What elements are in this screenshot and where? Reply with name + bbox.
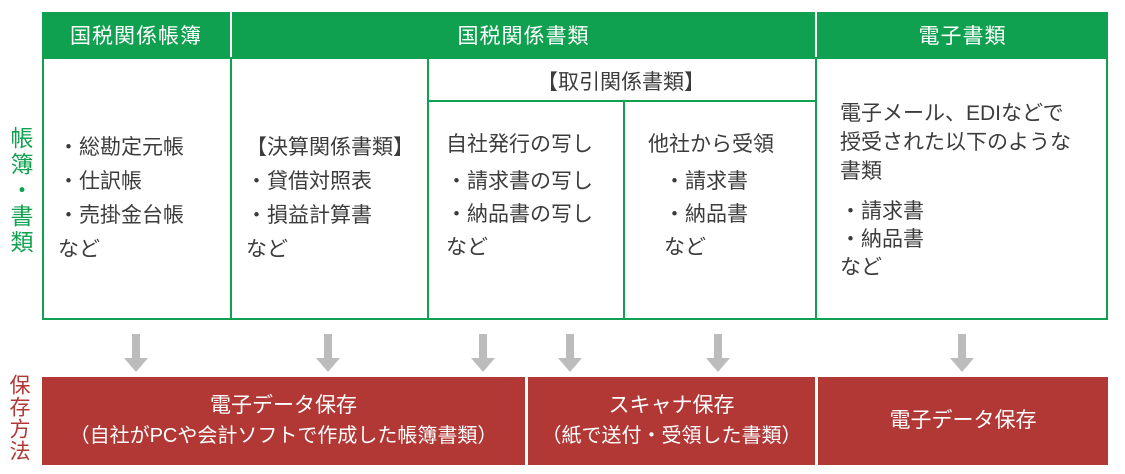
list-item: ・請求書の写し <box>446 170 593 193</box>
header-electronic-documents: 電子書類 <box>817 12 1108 57</box>
list-item: など <box>246 238 288 261</box>
side-label-storage-method: 保存方法 <box>7 374 30 462</box>
cell-heading: 他社から受領 <box>648 133 774 156</box>
cell-own-issued-copies: 自社発行の写し ・請求書の写し ・納品書の写し など <box>446 128 593 264</box>
list-item: など <box>446 236 488 259</box>
list-item: など <box>664 236 706 259</box>
transaction-subheader-divider <box>427 100 817 102</box>
list-item: ・仕訳帳 <box>58 170 142 193</box>
intro-line: 電子メール、EDIなどで <box>840 102 1064 125</box>
down-arrow-icon <box>471 334 495 372</box>
storage-scanner-save: スキャナ保存 （紙で送付・受領した書類） <box>528 377 815 465</box>
subheader-transaction-documents: 【取引関係書類】 <box>537 71 705 94</box>
list-item: など <box>58 238 100 261</box>
list-item: ・損益計算書 <box>246 204 372 227</box>
column-divider-4 <box>815 57 817 320</box>
storage-electronic-data-save-1: 電子データ保存 （自社がPCや会計ソフトで作成した帳簿書類） <box>42 377 525 465</box>
column-divider-3 <box>623 100 625 320</box>
list-item: ・総勘定元帳 <box>58 136 184 159</box>
storage-electronic-data-save-2: 電子データ保存 <box>818 377 1108 465</box>
down-arrow-icon <box>950 334 974 372</box>
list-item: ・売掛金台帳 <box>58 204 184 227</box>
cell-electronic-documents: 電子メール、EDIなどで 授受された以下のような 書類 ・請求書 ・納品書 など <box>840 99 1090 282</box>
storage-subtitle: （紙で送付・受領した書類） <box>541 425 802 447</box>
list-item: ・請求書 <box>664 170 748 193</box>
list-item: ・貸借対照表 <box>246 170 372 193</box>
storage-title: スキャナ保存 <box>608 394 735 417</box>
cell-received-documents: 他社から受領 ・請求書 ・納品書 など <box>648 128 774 264</box>
list-item: ・請求書 <box>840 200 924 223</box>
header-national-tax-documents: 国税関係書類 <box>232 12 815 57</box>
intro-line: 書類 <box>840 160 882 183</box>
cell-heading: 自社発行の写し <box>446 133 593 156</box>
down-arrow-icon <box>558 334 582 372</box>
storage-title: 電子データ保存 <box>210 394 357 417</box>
list-item: ・納品書 <box>664 203 748 226</box>
list-item: など <box>840 256 882 279</box>
list-item: ・納品書 <box>840 228 924 251</box>
down-arrow-icon <box>124 334 148 372</box>
column-divider-2 <box>427 57 429 320</box>
cell-settlement-documents: 【決算関係書類】 ・貸借対照表 ・損益計算書 など <box>246 131 414 267</box>
down-arrow-icon <box>706 334 730 372</box>
header-national-tax-books: 国税関係帳簿 <box>42 12 230 57</box>
storage-title: 電子データ保存 <box>889 409 1037 432</box>
storage-subtitle: （自社がPCや会計ソフトで作成した帳簿書類） <box>69 425 498 447</box>
list-item: ・納品書の写し <box>446 203 593 226</box>
down-arrow-icon <box>316 334 340 372</box>
column-divider-1 <box>230 57 232 320</box>
cell-national-tax-books: ・総勘定元帳 ・仕訳帳 ・売掛金台帳 など <box>58 131 184 267</box>
cell-heading: 【決算関係書類】 <box>246 136 414 159</box>
intro-line: 授受された以下のような <box>840 131 1071 154</box>
side-label-books-documents: 帳簿・書類 <box>7 126 33 256</box>
